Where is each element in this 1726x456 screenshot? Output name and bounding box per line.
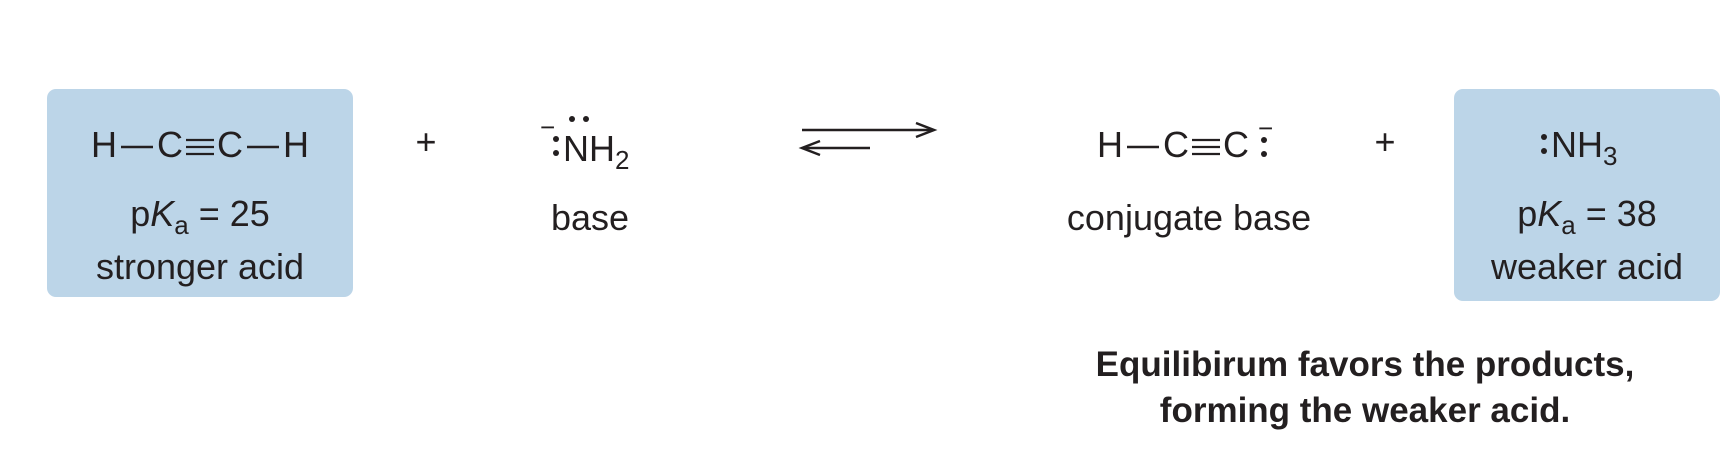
nitrogen-atom: N bbox=[563, 128, 589, 169]
ammonia-formula: NH3 bbox=[1540, 125, 1660, 175]
hydrogen-atom: H bbox=[283, 124, 309, 165]
plus-sign: + bbox=[415, 121, 437, 162]
ammonia-nh: NH bbox=[1551, 124, 1603, 165]
stronger-acid-label: stronger acid bbox=[95, 246, 305, 287]
hydrogen-atom: H bbox=[91, 124, 117, 165]
lone-pair-left bbox=[1540, 130, 1548, 160]
single-bond bbox=[247, 146, 279, 149]
conjugate-base-label: conjugate base bbox=[1066, 197, 1312, 238]
single-bond bbox=[121, 146, 153, 149]
weaker-acid-label: weaker acid bbox=[1490, 246, 1684, 287]
stronger-acid-pka: pKa = 25 bbox=[130, 193, 270, 241]
base-label: base bbox=[550, 197, 630, 238]
amide-formula: − NH2 bbox=[540, 112, 630, 175]
carbon-atom: C bbox=[1223, 124, 1249, 165]
carbon-atom: C bbox=[1163, 124, 1189, 165]
weaker-acid-box bbox=[1454, 89, 1720, 301]
negative-charge: − bbox=[540, 112, 556, 142]
conclusion-line-2: forming the weaker acid. bbox=[1159, 391, 1571, 430]
carbon-atom: C bbox=[217, 124, 243, 165]
negative-charge: − bbox=[1258, 113, 1274, 143]
lone-pair-top bbox=[566, 116, 596, 126]
hydrogen-atom: H bbox=[1097, 124, 1123, 165]
carbon-atom: C bbox=[157, 124, 183, 165]
conclusion-line-1: Equilibirum favors the products, bbox=[1095, 345, 1635, 384]
triple-bond bbox=[186, 139, 214, 156]
lone-pair-right bbox=[1260, 133, 1268, 163]
plus-sign: + bbox=[1374, 121, 1396, 162]
triple-bond bbox=[1192, 139, 1220, 156]
weaker-acid-pka: pKa = 38 bbox=[1517, 193, 1657, 241]
equilibrium-arrows bbox=[798, 121, 938, 157]
equilibrium-conclusion: Equilibirum favors the products, forming… bbox=[1096, 342, 1635, 434]
lone-pair-left bbox=[552, 132, 560, 162]
stronger-acid-box bbox=[47, 89, 353, 297]
single-bond bbox=[1127, 146, 1159, 149]
